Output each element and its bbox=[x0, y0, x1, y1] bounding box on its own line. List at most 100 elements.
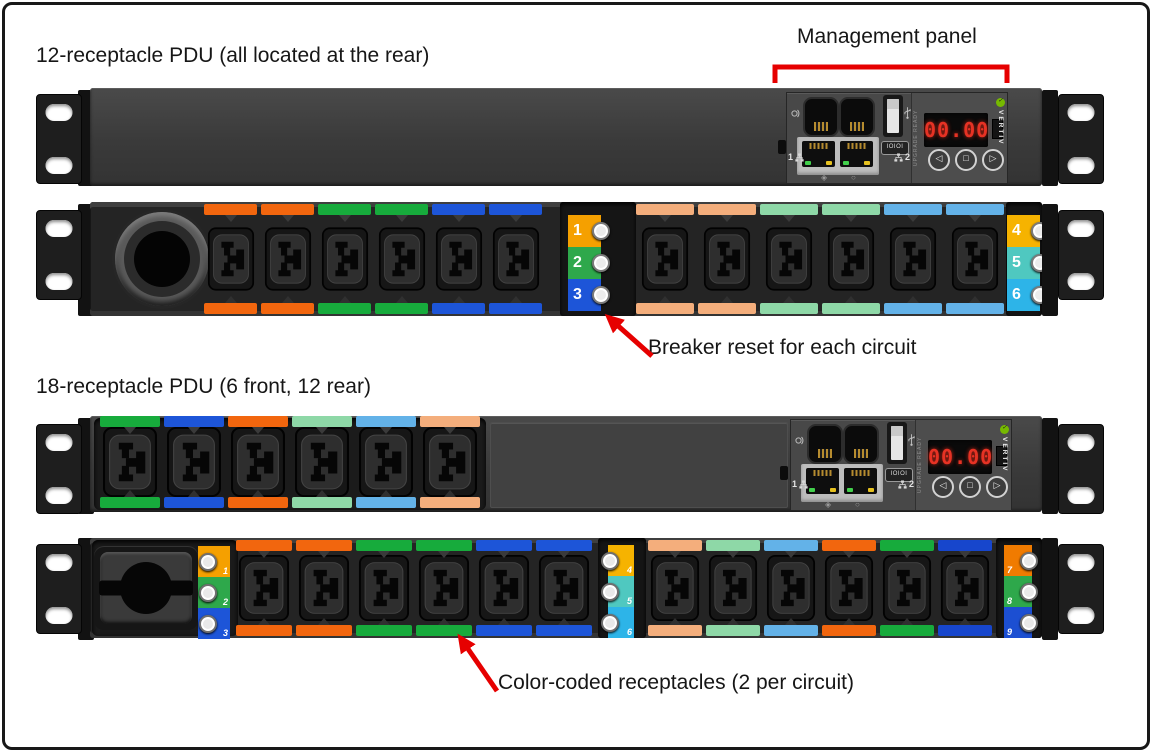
circuit-color-strip bbox=[648, 625, 702, 636]
breaker-stack-4-6: 4 5 6 bbox=[601, 545, 634, 638]
circuit-color-strip bbox=[822, 303, 880, 314]
vertiv-logo-mark bbox=[1000, 424, 1009, 434]
rack-ear-left bbox=[36, 94, 82, 184]
receptacle bbox=[234, 540, 294, 636]
management-panel: IOIOI 1 bbox=[786, 92, 1008, 184]
receptacle-face bbox=[378, 227, 425, 291]
receptacle bbox=[226, 416, 290, 508]
ethernet-port-2 bbox=[840, 141, 873, 167]
receptacle-face bbox=[492, 227, 539, 291]
network-icon bbox=[898, 479, 907, 489]
circuit-color-strip bbox=[420, 497, 480, 508]
circuit-color-strip bbox=[764, 625, 818, 636]
usb-icon bbox=[904, 107, 911, 119]
usb-port bbox=[887, 422, 907, 464]
usb-port bbox=[883, 95, 903, 137]
breaker: 7 bbox=[1004, 545, 1038, 576]
breaker-reset-button bbox=[601, 551, 619, 570]
display-nav-buttons: ◁ □ ▷ bbox=[928, 149, 1004, 171]
screw-hole bbox=[45, 220, 73, 237]
receptacle bbox=[878, 540, 936, 636]
receptacle-face bbox=[238, 554, 290, 622]
screw-hole bbox=[1067, 220, 1095, 237]
pdu-12-receptacle-side: 1 2 3 bbox=[34, 198, 1104, 322]
receptacle-group-1 bbox=[202, 204, 544, 314]
seven-segment-display: 00.00 bbox=[924, 113, 988, 147]
receptacle-face bbox=[827, 227, 875, 291]
circuit-color-strip bbox=[318, 204, 371, 215]
breaker-number: 1 bbox=[222, 566, 228, 576]
ethernet-port-1 bbox=[806, 468, 839, 494]
nav-right-button: ▷ bbox=[986, 476, 1008, 498]
circuit-color-strip bbox=[489, 303, 542, 314]
receptacle bbox=[294, 540, 354, 636]
management-ports-section: IOIOI 1 bbox=[787, 93, 912, 183]
activity-led-amber bbox=[830, 488, 836, 492]
circuit-color-strip bbox=[164, 416, 224, 427]
mounting-slot bbox=[778, 140, 786, 154]
sensor-port-2 bbox=[839, 97, 875, 137]
ear-hinge bbox=[1042, 538, 1058, 640]
circuit-color-strip bbox=[296, 540, 352, 551]
receptacle-face bbox=[703, 227, 751, 291]
nav-left-button: ◁ bbox=[932, 476, 954, 498]
receptacle-face bbox=[940, 554, 990, 622]
label-color-coded: Color-coded receptacles (2 per circuit) bbox=[498, 671, 854, 694]
receptacle-face bbox=[358, 554, 410, 622]
mounting-slot bbox=[780, 466, 788, 480]
receptacle bbox=[202, 204, 259, 314]
screw-hole bbox=[45, 554, 73, 571]
breaker-reset-button bbox=[1020, 551, 1038, 570]
vertiv-logo-text: VERTIV bbox=[997, 110, 1004, 146]
breaker-reset-button bbox=[199, 583, 217, 602]
breaker: 3 bbox=[198, 608, 230, 639]
circuit-color-strip bbox=[375, 303, 428, 314]
nav-select-button: □ bbox=[959, 476, 981, 498]
circuit-color-strip bbox=[204, 303, 257, 314]
screw-hole bbox=[1067, 157, 1095, 174]
breaker: 5 bbox=[601, 576, 634, 607]
pdu-chassis: 1 2 3 bbox=[90, 202, 1049, 316]
ethernet-plate bbox=[797, 137, 879, 175]
circuit-color-strip bbox=[648, 540, 702, 551]
rack-ear-left bbox=[36, 210, 82, 300]
activity-led-amber bbox=[826, 161, 832, 165]
serial-port-label: IOIOI bbox=[881, 141, 909, 155]
receptacle bbox=[98, 416, 162, 508]
rack-ear-left bbox=[36, 424, 82, 514]
circuit-color-strip bbox=[416, 540, 472, 551]
circuit-color-strip bbox=[356, 497, 416, 508]
circuit-color-strip bbox=[100, 497, 160, 508]
circuit-color-strip bbox=[356, 625, 412, 636]
receptacle-face bbox=[295, 426, 349, 498]
receptacle bbox=[944, 204, 1006, 314]
breaker-number: 3 bbox=[222, 628, 228, 638]
ethernet-number: 2 bbox=[904, 152, 910, 162]
receptacle bbox=[162, 416, 226, 508]
circuit-color-strip bbox=[432, 204, 485, 215]
usb-icon bbox=[908, 434, 915, 446]
pdu-18-front-side: IOIOI 1 bbox=[34, 404, 1104, 516]
receptacle-recess bbox=[94, 418, 486, 510]
reset-pinhole-icon: ○ bbox=[851, 173, 856, 182]
screw-hole bbox=[1067, 434, 1095, 451]
ethernet-label-1: 1 bbox=[788, 152, 804, 162]
link-led-green bbox=[809, 488, 815, 492]
link-led-green bbox=[843, 161, 849, 165]
activity-led-amber bbox=[864, 161, 870, 165]
circuit-color-strip bbox=[946, 303, 1004, 314]
circuit-color-strip bbox=[938, 540, 992, 551]
circuit-color-strip bbox=[536, 540, 592, 551]
ethernet-number: 1 bbox=[792, 479, 798, 489]
receptacle-face bbox=[538, 554, 590, 622]
circuit-color-strip bbox=[292, 497, 352, 508]
label-breaker-reset: Breaker reset for each circuit bbox=[648, 336, 917, 359]
breaker-stack-1-3: 1 2 3 bbox=[568, 215, 610, 311]
link-led-green bbox=[847, 488, 853, 492]
display-side-slot bbox=[996, 446, 1007, 466]
breaker: 9 bbox=[1004, 607, 1038, 638]
receptacle-face bbox=[423, 426, 477, 498]
circuit-color-strip bbox=[822, 625, 876, 636]
receptacle-face bbox=[766, 554, 816, 622]
circuit-color-strip bbox=[880, 625, 934, 636]
